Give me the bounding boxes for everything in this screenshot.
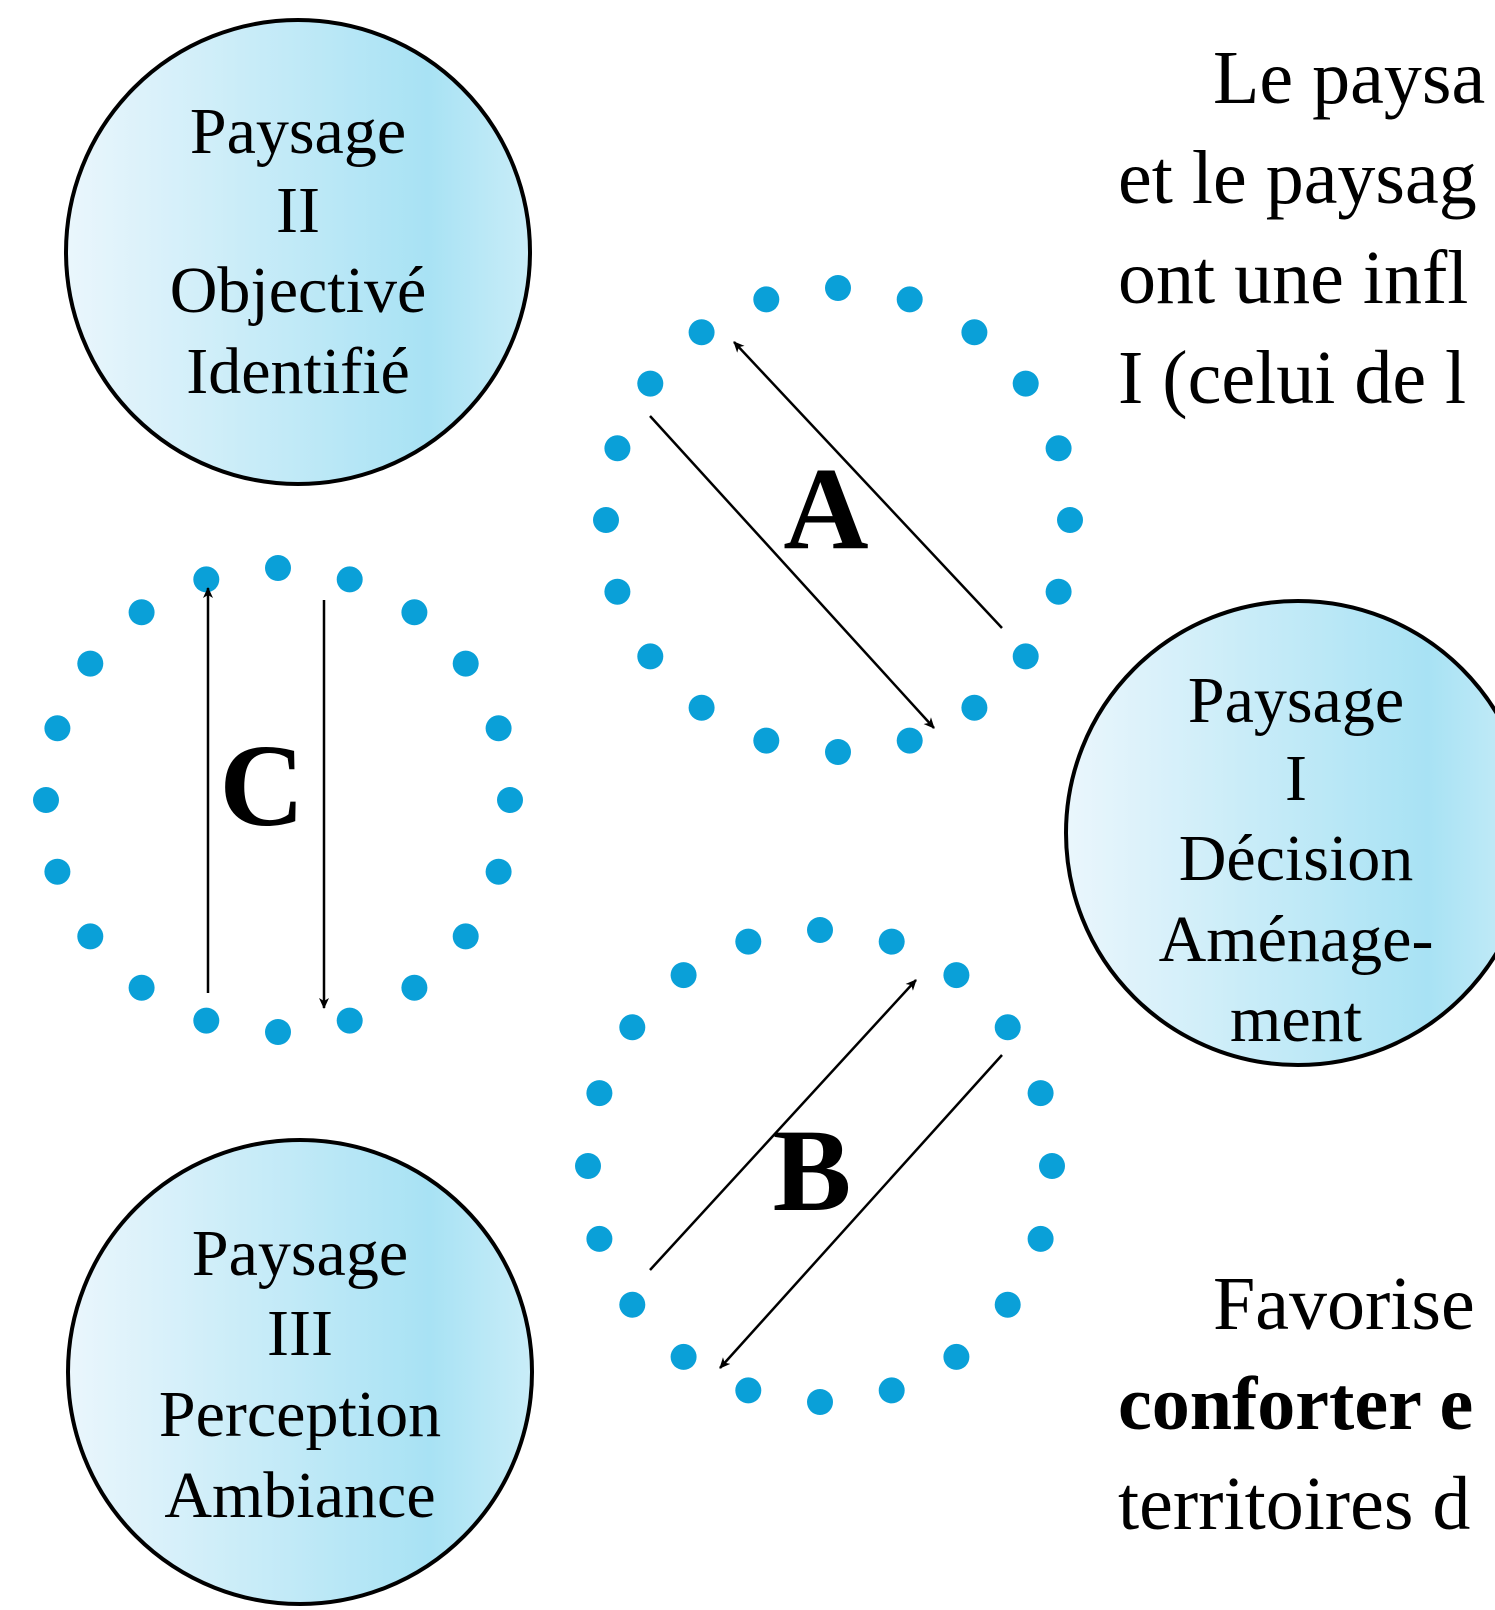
loop-c-label: C [219,720,304,851]
loop-b-dot [878,928,905,955]
loop-b-dot [670,1343,697,1370]
loop-a-dot [604,435,631,462]
loop-a-dot [1045,578,1072,605]
loop-a-dot [896,727,923,754]
loop-c-dot [265,555,291,581]
side-text-bottom-line: territoires d [1118,1462,1471,1546]
loop-a-dot [1057,507,1083,533]
loop-c-dot [77,923,104,950]
loop-c-dot [452,650,479,677]
loop-c-dot [128,974,155,1001]
loop-c-dot [44,858,71,885]
loop-b-arrow-up [649,979,917,1271]
side-text-bottom-line: Favorise [1213,1262,1475,1346]
node-paysage-ii-line: Paysage [190,95,406,168]
loop-c-dot [265,1019,291,1045]
node-paysage-iii: Paysage III Perception Ambiance [66,1138,534,1606]
loop-a-dot [1012,370,1039,397]
loop-b-dot [807,917,833,943]
loop-c-dot [193,1007,220,1034]
side-text-top-line: Le paysa [1213,36,1486,120]
loop-a-dot [604,578,631,605]
loop-c-dot [485,858,512,885]
loop-a-arrow-up [733,341,1003,629]
loop-a-label: A [783,443,868,574]
loop-c-dot [193,566,220,593]
loop-c-dot [336,566,363,593]
loop-c-dot [497,787,523,813]
loop-c-ring [33,555,523,1045]
loop-a-dot [753,286,780,313]
loop-c-dot [33,787,59,813]
node-paysage-i: Paysage I Décision Aménage- ment [1064,599,1495,1067]
loop-b-dot [735,1377,762,1404]
loop-b-dot [807,1389,833,1415]
loop-b-arrow-down [719,1054,1003,1369]
loop-a-dot [961,694,988,721]
loop-c-dot [401,599,428,626]
loop-b-dot [670,962,697,989]
loop-a-dot [637,643,664,670]
loop-b-dot [1027,1225,1054,1252]
node-paysage-i-line: I [1285,742,1307,815]
node-paysage-ii-line: II [276,174,320,247]
loop-b-dot [735,928,762,955]
node-paysage-i-line: ment [1230,983,1362,1056]
loop-a-dot [753,727,780,754]
loop-c-dot [452,923,479,950]
loop-a-dot [1045,435,1072,462]
loop-b-dot [943,962,970,989]
node-paysage-i-line: Décision [1179,822,1414,895]
loop-b-dot [994,1014,1021,1041]
loop-a-arrow-down [649,415,935,729]
loop-b-dot [1039,1153,1065,1179]
loop-c-dot [44,715,71,742]
loop-b-dot [878,1377,905,1404]
loop-b-dot [1027,1080,1054,1107]
node-paysage-i-line: Aménage- [1159,903,1434,976]
node-paysage-iii-line: Paysage [192,1217,408,1290]
node-paysage-ii: Paysage II Objectivé Identifié [64,18,532,486]
loop-a-dot [1012,643,1039,670]
loop-b-dot [619,1014,646,1041]
loop-a-dot [688,319,715,346]
loop-a-ring [593,275,1083,765]
loop-a-dot [825,739,851,765]
loop-b-ring [575,917,1065,1415]
loop-c-dot [485,715,512,742]
loop-c-dot [77,650,104,677]
loop-b-label: B [773,1105,852,1236]
node-paysage-iii-line: III [267,1297,333,1370]
loop-b-dot [619,1291,646,1318]
side-text-top-line: et le paysag [1118,136,1477,220]
loop-a-dot [825,275,851,301]
node-paysage-i-circle [1064,599,1495,1067]
loop-a-dot [637,370,664,397]
loop-a-dot [688,694,715,721]
loop-c-dot [401,974,428,1001]
side-text-bottom: Favorise conforter e territoires d [1118,1254,1495,1554]
loop-a-dot [593,507,619,533]
loop-c-dot [128,599,155,626]
loop-b-dot [586,1080,613,1107]
loop-b-dot [943,1343,970,1370]
loop-b-dot [994,1291,1021,1318]
side-text-bottom-line: conforter e [1118,1362,1474,1446]
node-paysage-iii-circle [66,1138,534,1606]
loop-a-dot [961,319,988,346]
side-text-top: Le paysa et le paysag ont une infl I (ce… [1118,28,1495,428]
node-paysage-iii-line: Perception [159,1378,441,1451]
node-paysage-ii-line: Identifié [186,335,410,408]
loop-c-dot [336,1007,363,1034]
node-paysage-iii-line: Ambiance [164,1459,435,1532]
loop-a-dot [896,286,923,313]
loop-b-dot [586,1225,613,1252]
node-paysage-ii-circle [64,18,532,486]
loop-b-dot [575,1153,601,1179]
side-text-top-line: I (celui de l [1118,336,1467,420]
side-text-top-line: ont une infl [1118,236,1469,320]
node-paysage-ii-line: Objectivé [170,254,427,327]
node-paysage-i-line: Paysage [1188,664,1404,737]
